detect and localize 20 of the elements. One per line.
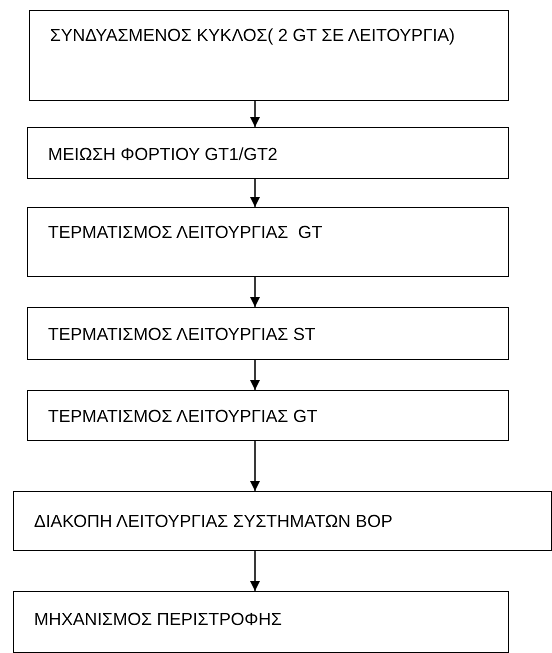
step-text: ΤΕΡΜΑΤΙΣΜΟΣ ΛΕΙΤΟΥΡΓΙΑΣ GT bbox=[48, 405, 318, 428]
step-text: ΔΙΑΚΟΠΗ ΛΕΙΤΟΥΡΓΙΑΣ ΣΥΣΤΗΜΑΤΩΝ BOP bbox=[34, 510, 394, 533]
step-text: ΤΕΡΜΑΤΙΣΜΟΣ ΛΕΙΤΟΥΡΓΙΑΣ GT bbox=[48, 221, 324, 244]
arrow bbox=[250, 101, 260, 127]
step-text: ΣΥΝΔΥΑΣΜΕΝΟΣ ΚΥΚΛΟΣ( 2 GT ΣΕ ΛΕΙΤΟΥΡΓΙΑ) bbox=[50, 24, 456, 47]
arrow bbox=[250, 551, 260, 591]
process-box bbox=[27, 390, 509, 441]
step-text: ΜΕΙΩΣΗ ΦΟΡΤΙΟΥ GT1/GT2 bbox=[48, 143, 279, 166]
step-text: ΤΕΡΜΑΤΙΣΜΟΣ ΛΕΙΤΟΥΡΓΙΑΣ ST bbox=[48, 323, 316, 346]
process-box bbox=[13, 491, 552, 551]
arrow bbox=[250, 441, 260, 491]
process-box bbox=[13, 591, 509, 653]
process-box bbox=[29, 10, 509, 101]
process-box bbox=[27, 307, 509, 360]
arrow bbox=[250, 179, 260, 207]
arrow bbox=[250, 360, 260, 390]
process-box bbox=[27, 127, 509, 179]
process-box bbox=[27, 207, 509, 277]
arrow bbox=[250, 277, 260, 307]
step-text: ΜΗΧΑΝΙΣΜΟΣ ΠΕΡΙΣΤΡΟΦΗΣ bbox=[34, 608, 283, 631]
